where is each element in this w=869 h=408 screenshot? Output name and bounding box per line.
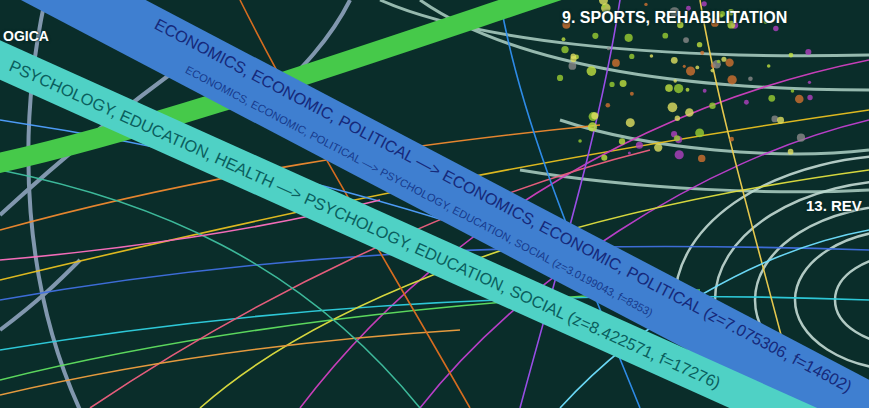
cluster-dot — [744, 100, 749, 105]
cluster-dot — [789, 53, 794, 58]
cluster-dot — [725, 58, 733, 66]
cluster-dot — [683, 65, 686, 68]
cluster-dot — [674, 135, 680, 141]
cluster-dot — [768, 95, 775, 102]
cluster-dot — [748, 76, 753, 81]
cluster-dot — [700, 51, 704, 55]
cluster-dot — [795, 95, 804, 104]
cluster-dot — [668, 102, 678, 112]
cluster-dot — [587, 66, 597, 76]
cluster-dot — [607, 47, 610, 50]
cluster-dot — [619, 138, 625, 144]
cluster-dots — [557, 0, 813, 162]
flow-label-small: ECONOMICS, ECONOMIC, POLITICAL —> PSYCHO… — [183, 63, 655, 319]
cluster-dot — [625, 34, 633, 42]
cluster-dot — [605, 103, 610, 108]
cluster-dot — [788, 149, 794, 155]
cluster-dot — [650, 54, 654, 58]
cluster-dot — [702, 1, 707, 6]
teal-band — [0, 33, 869, 408]
flow-label: PSYCHOLOGY, EDUCATION, HEALTH —> PSYCHOL… — [6, 56, 723, 392]
cluster-dot — [727, 75, 736, 84]
cluster-dot — [695, 128, 704, 137]
cluster-dot — [729, 137, 734, 142]
cluster-dot — [601, 155, 607, 161]
cluster-dot — [685, 108, 694, 117]
region-label: 9. SPORTS, REHABILITATION — [562, 9, 787, 27]
region-label: 13. REV — [806, 197, 862, 214]
cluster-dot — [675, 116, 680, 121]
cluster-dot — [589, 112, 598, 121]
cluster-dot — [609, 82, 614, 87]
cluster-dot — [671, 57, 678, 64]
cluster-dot — [686, 66, 695, 75]
cluster-dot — [721, 57, 726, 62]
cluster-dot — [654, 143, 662, 151]
cluster-dot — [599, 0, 608, 5]
cluster-dot — [630, 92, 634, 96]
cluster-dot — [791, 89, 795, 93]
cluster-dot — [675, 150, 684, 159]
cluster-dot — [644, 3, 647, 6]
cluster-dot — [673, 79, 677, 83]
cluster-dot — [771, 116, 778, 123]
cluster-dot — [592, 33, 598, 39]
cluster-dot — [665, 84, 673, 92]
cluster-dot — [588, 122, 597, 131]
cluster-dot — [703, 89, 707, 93]
cluster-dot — [571, 54, 576, 59]
cluster-dot — [709, 103, 715, 109]
cluster-dot — [695, 66, 699, 70]
cluster-dot — [569, 62, 577, 70]
flow-label: ECONOMICS, ECONOMIC, POLITICAL —> ECONOM… — [151, 15, 854, 396]
cluster-dot — [697, 42, 702, 47]
cluster-dot — [591, 112, 598, 119]
cluster-dot — [698, 155, 705, 162]
cluster-dot — [578, 139, 582, 143]
cluster-dot — [629, 54, 634, 59]
cluster-dot — [562, 37, 566, 41]
cluster-dot — [620, 80, 627, 87]
cluster-dot — [557, 75, 563, 81]
region-label: OGICA — [3, 28, 49, 44]
cluster-dot — [628, 152, 631, 155]
cluster-dot — [683, 37, 689, 43]
cluster-dot — [717, 60, 721, 64]
cluster-dot — [710, 69, 714, 73]
cluster-dot — [808, 81, 811, 84]
cluster-dot — [662, 33, 668, 39]
cluster-dot — [797, 134, 805, 142]
cluster-dot — [636, 142, 643, 149]
cluster-dot — [626, 118, 635, 127]
cluster-dot — [767, 64, 771, 68]
cluster-dot — [773, 26, 778, 31]
cluster-dot — [686, 88, 690, 92]
cluster-dot — [805, 49, 811, 55]
cluster-dot — [561, 46, 568, 53]
cluster-dot — [674, 84, 683, 93]
cluster-dot — [777, 117, 784, 124]
cluster-dot — [713, 60, 721, 68]
cluster-dot — [612, 59, 620, 67]
cluster-dot — [807, 95, 812, 100]
